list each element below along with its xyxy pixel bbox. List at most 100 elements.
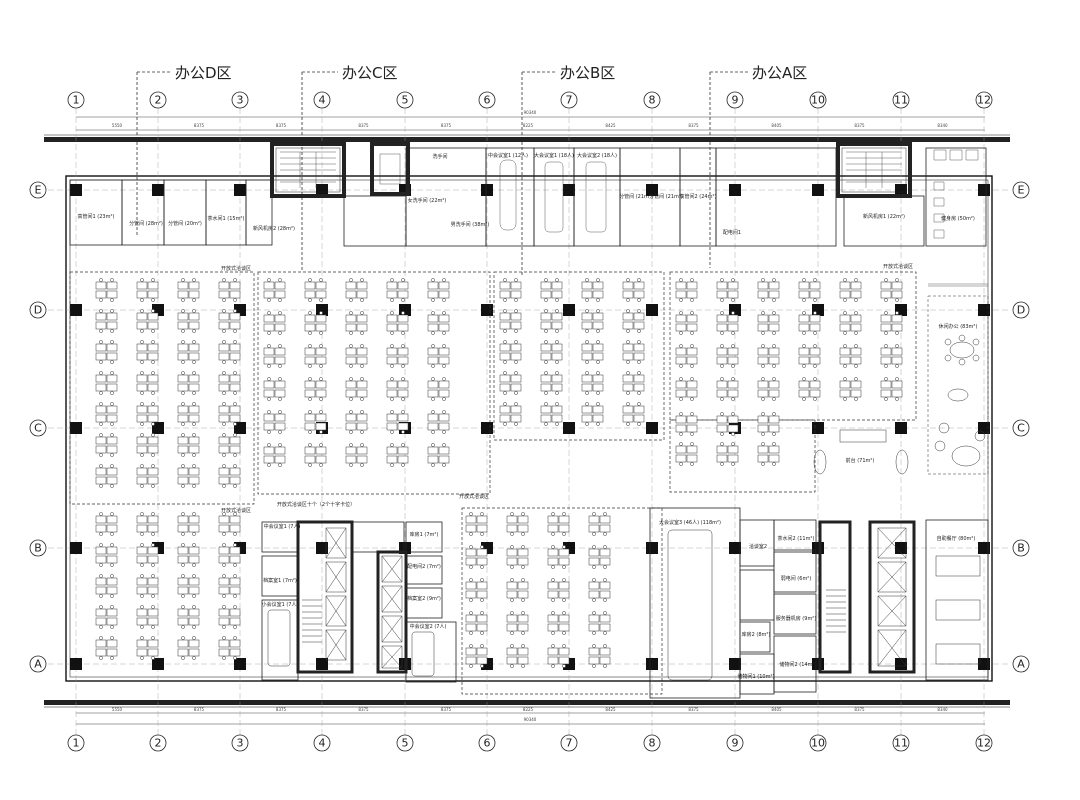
workstation-cluster [218,371,241,395]
structural-column [646,422,658,434]
structural-column [316,658,328,670]
structural-column [399,304,411,316]
workstation-cluster [506,611,529,635]
workstation-cluster [540,309,563,333]
row-axis-B-left-label: B [34,542,42,555]
structural-column [646,542,658,554]
room-label-power2: 配电间2 (7m²) [407,563,441,570]
bay-dimension-top: 8375 [358,123,369,128]
column-axis-7-top: 7 [560,91,578,109]
workstation-cluster [540,402,563,426]
column-axis-2-top-label: 2 [155,94,162,107]
room-label-phone-booth: 中会议室1 (7人) [264,523,301,530]
workstation-cluster [757,311,780,335]
workstation-cluster [177,371,200,395]
workstation-cluster [218,543,241,567]
column-axis-11-bottom-circle [892,734,910,752]
structural-column [234,422,246,434]
room-label-manager2: 高管间2 (24m²) [680,193,717,200]
column-axis-11-bottom: 11 [892,734,910,752]
workstation-cluster [386,278,409,302]
column-axis-5-bottom: 5 [396,734,414,752]
row-axis-A-left: A [29,655,47,673]
room-label-archives2: 档案室2 (9m²) [407,595,441,602]
workstation-cluster [839,311,862,335]
workstation-cluster [547,611,570,635]
row-axis-A-left-label: A [34,658,42,671]
structural-column [316,184,328,196]
workstation-cluster [95,340,118,364]
column-axis-1-bottom-circle [67,734,85,752]
column-axis-9-top-label: 9 [732,94,739,107]
bay-dimension-top: 8375 [276,123,287,128]
workstation-cluster [499,309,522,333]
room-label-split1: 分管间 (28m²) [129,220,163,227]
workstation-cluster [177,278,200,302]
workstation-cluster [304,443,327,467]
column-axis-7-top-circle [560,91,578,109]
row-axis-E-left-circle [29,181,47,199]
bay-dimension-top: 8340 [937,123,948,128]
workstation-cluster [263,344,286,368]
structural-column [234,184,246,196]
workstation-cluster [540,371,563,395]
workstation-cluster [675,311,698,335]
workstation-cluster [136,340,159,364]
structural-column [895,542,907,554]
workstation-cluster [345,410,368,434]
column-axis-9-bottom: 9 [726,734,744,752]
workstation-cluster [675,442,698,466]
workstation-cluster [588,545,611,569]
column-axis-3-top-circle [231,91,249,109]
column-axis-11-top: 11 [892,91,910,109]
workstation-cluster [880,377,903,401]
workstation-cluster [304,410,327,434]
row-axis-C-left: C [29,419,47,437]
column-axis-7-bottom-circle [560,734,578,752]
structural-column [234,658,246,670]
row-axis-B-left: B [29,539,47,557]
workstation-cluster [427,311,450,335]
row-axis-D-left: D [29,301,47,319]
workstation-cluster [177,309,200,333]
workstation-cluster [177,605,200,629]
workstation-cluster [95,636,118,660]
row-axis-D-right: D [1012,301,1030,319]
row-axis-E-left-label: E [35,184,42,197]
column-axis-1-top-label: 1 [73,94,80,107]
column-axis-8-bottom: 8 [643,734,661,752]
row-axis-A-right: A [1012,655,1030,673]
column-axis-4-top: 4 [313,91,331,109]
bay-dimension-bottom: 8375 [688,707,699,712]
workstation-cluster [95,402,118,426]
row-axis-B-right-label: B [1017,542,1025,555]
workstation-cluster [386,344,409,368]
room-label-tea1: 茶水间1 (15m²) [208,215,245,222]
workstation-cluster [177,512,200,536]
bay-dimension-bottom: 8375 [441,707,452,712]
workstation-cluster [622,340,645,364]
room-label-big-meeting1: 大会议室1 (18人) [534,152,574,159]
structural-column [481,422,493,434]
workstation-cluster [427,410,450,434]
column-axis-3-bottom: 3 [231,734,249,752]
workstation-cluster [136,433,159,457]
column-axis-12-bottom-label: 12 [977,737,991,750]
structural-column [316,304,328,316]
column-axis-6-bottom: 6 [478,734,496,752]
column-axis-9-top-circle [726,91,744,109]
row-axis-E-right-circle [1012,181,1030,199]
column-axis-3-bottom-label: 3 [237,737,244,750]
column-axis-1-top-circle [67,91,85,109]
workstation-cluster [880,311,903,335]
structural-column [646,658,658,670]
workstation-cluster [218,340,241,364]
workstation-cluster [95,605,118,629]
room-label-fresh1: 新风机房1 (22m²) [863,213,905,220]
column-axis-7-bottom-label: 7 [566,737,573,750]
lounge-area [813,295,989,475]
